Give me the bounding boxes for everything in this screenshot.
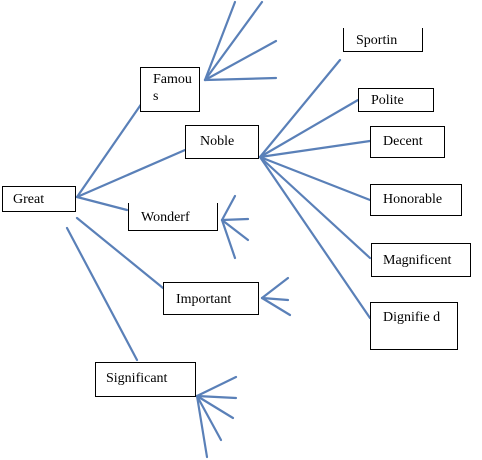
node-honorable-label: Honorable [383, 192, 443, 207]
node-wonderful: Wonderf [128, 203, 218, 231]
edge-wonderful-fan-4 [220, 218, 237, 260]
edge-great-important [75, 216, 165, 290]
edge-great-wonderful [75, 195, 129, 212]
edge-noble-honorable [258, 155, 372, 202]
node-noble-label: Noble [200, 134, 235, 149]
edge-significant-fan-1 [195, 375, 238, 398]
node-famous: Famou s [140, 67, 200, 112]
edge-noble-magnificent [258, 155, 372, 260]
edge-great-significant [65, 226, 139, 362]
edge-famous-fan-4 [203, 76, 278, 82]
edge-noble-dignified [258, 155, 372, 320]
node-important: Important [163, 282, 259, 315]
edge-great-noble [75, 148, 187, 199]
edge-noble-sporting [258, 58, 342, 159]
node-sporting-label: Sportin [356, 33, 398, 48]
node-magnificent: Magnificent [371, 243, 471, 277]
edge-important-fan-3 [260, 296, 292, 317]
edge-wonderful-fan-1 [220, 194, 237, 222]
edge-famous-fan-2 [203, 0, 264, 82]
node-significant: Significant [95, 362, 196, 397]
node-famous-label: Famou s [153, 72, 192, 104]
node-dignified: Dignifie d [370, 302, 458, 350]
node-polite-label: Polite [371, 93, 404, 108]
edge-famous-fan-3 [203, 39, 278, 82]
node-decent: Decent [370, 126, 445, 158]
node-great-label: Great [13, 192, 45, 207]
edge-important-fan-2 [260, 296, 290, 302]
node-noble: Noble [185, 125, 259, 159]
node-decent-label: Decent [383, 134, 423, 149]
edge-significant-fan-2 [195, 394, 238, 400]
edge-noble-polite [258, 98, 360, 159]
edge-noble-decent [258, 139, 372, 159]
node-polite: Polite [358, 88, 434, 112]
edge-significant-fan-4 [195, 394, 223, 442]
node-honorable: Honorable [370, 184, 462, 216]
edge-wonderful-fan-2 [220, 217, 250, 222]
edge-important-fan-1 [260, 276, 290, 300]
edge-famous-fan-1 [203, 0, 237, 82]
node-important-label: Important [176, 292, 232, 307]
node-significant-label: Significant [106, 371, 168, 386]
node-great: Great [2, 186, 76, 212]
edge-significant-fan-3 [195, 394, 235, 420]
node-dignified-label: Dignifie d [383, 310, 441, 325]
node-wonderful-label: Wonderf [141, 210, 190, 225]
node-sporting: Sportin [343, 28, 423, 52]
node-magnificent-label: Magnificent [383, 253, 452, 268]
edge-significant-fan-5 [195, 394, 209, 459]
edge-wonderful-fan-3 [220, 218, 250, 242]
edge-great-famous [75, 101, 144, 199]
